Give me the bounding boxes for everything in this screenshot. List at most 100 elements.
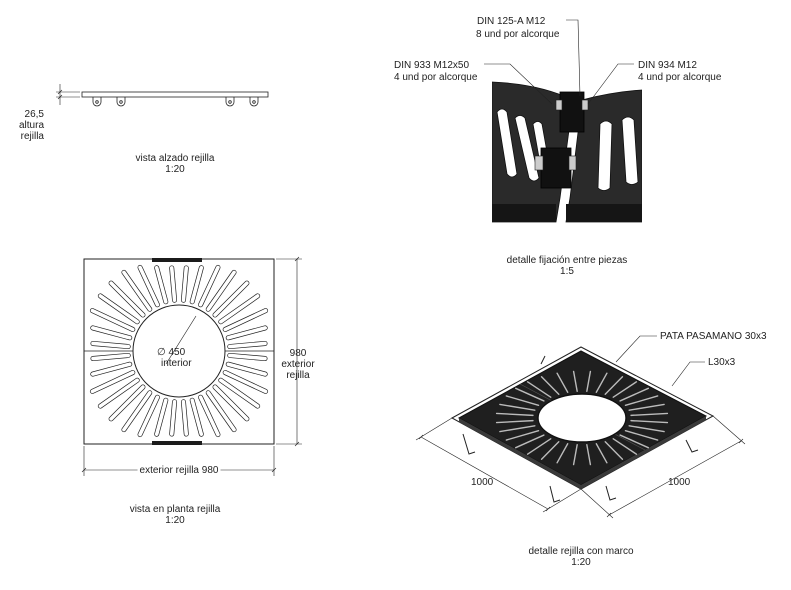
frame-slot: [505, 395, 540, 407]
plan-slot-inner: [154, 265, 168, 304]
frame-slot: [514, 434, 545, 449]
frame-slot: [572, 370, 578, 392]
elevation-dimension: [56, 84, 80, 105]
frame-radial-slots: [495, 370, 669, 466]
plan-slot-inner: [109, 281, 145, 317]
frame-detail: [415, 335, 746, 519]
frame-slot: [505, 429, 540, 441]
plan-scale: 1:20: [165, 515, 185, 526]
frame-slot: [572, 444, 578, 466]
fixing-callout-washer-qty: 8 und por alcorque: [476, 29, 560, 40]
plan-slot-inner: [228, 341, 267, 349]
fixing-callout-nut: DIN 934 M12: [638, 60, 697, 71]
plan-slot-inner: [90, 370, 135, 394]
plan-slot-inner: [181, 266, 189, 302]
fixing-caption: detalle fijación entre piezas: [506, 255, 628, 266]
plan-slot-inner: [226, 326, 268, 340]
fixing-bracket-bottom: [534, 147, 577, 189]
frame-slot: [630, 419, 669, 424]
frame-slot: [540, 441, 560, 460]
plan-hinge-top: [152, 258, 202, 262]
plan-slot-inner: [90, 362, 132, 376]
plan-slot-inner: [138, 395, 160, 437]
frame-slot: [624, 395, 659, 407]
plan-slot-inner: [169, 400, 177, 436]
elevation-caption: vista alzado rejilla: [135, 153, 215, 164]
plan-slot-inner: [98, 378, 140, 408]
frame-scale: 1:20: [571, 557, 591, 568]
frame-slot: [624, 429, 659, 441]
frame-dimension-right: 1000: [668, 477, 691, 488]
frame-callout-angle: L30x3: [708, 357, 736, 368]
plan-slot-inner: [218, 378, 260, 408]
plan-slot-inner: [206, 390, 236, 432]
plan-slot-inner: [90, 326, 132, 340]
plan-slot-inner: [122, 390, 152, 432]
elevation-dimension-value: 26,5: [24, 109, 44, 120]
frame-slot: [628, 403, 665, 411]
plan-slot-inner: [198, 265, 220, 307]
elevation-scale: 1:20: [165, 164, 185, 175]
fixing-leaders: [484, 19, 634, 105]
fixing-bracket-top: [555, 91, 589, 133]
plan-view: [81, 256, 302, 476]
plan-slot-inner: [213, 281, 249, 317]
fixing-detail: [484, 19, 642, 223]
frame-callout-leg: PATA PASAMANO 30x3: [660, 331, 767, 342]
frame-dimension-left: 1000: [471, 477, 494, 488]
plan-slot-inner: [206, 270, 236, 312]
plan-right-dimension-value: 980: [289, 348, 307, 359]
plan-radial-slots: [89, 264, 269, 438]
fixing-callout-washer: DIN 125-A M12: [477, 16, 546, 27]
frame-slot: [595, 372, 608, 393]
plan-slot-inner: [228, 353, 267, 361]
frame-slot: [556, 443, 569, 464]
plan-slot-inner: [154, 398, 168, 437]
elevation-dimension-label-2: rejilla: [20, 131, 44, 142]
plan-slot-inner: [90, 308, 135, 332]
plan-slot-inner: [138, 265, 160, 307]
frame-slot: [540, 376, 560, 395]
plan-slot-inner: [223, 370, 268, 394]
elevation-lugs: [92, 97, 259, 107]
plan-slot-inner: [223, 308, 268, 332]
plan-slot-inner: [198, 395, 220, 437]
frame-slot: [495, 412, 534, 417]
plan-right-dimension: [276, 256, 302, 447]
plan-caption: vista en planta rejilla: [129, 504, 221, 515]
plan-slot-inner: [181, 400, 189, 436]
frame-dimension-left: [415, 417, 582, 513]
plan-slot-inner: [190, 398, 204, 437]
frame-slot: [526, 438, 552, 455]
frame-inner-ring: [537, 393, 627, 443]
frame-slot: [604, 376, 624, 395]
frame-caption: detalle rejilla con marco: [528, 546, 634, 557]
frame-leaders: [615, 335, 705, 387]
frame-slot: [619, 434, 650, 449]
frame-slot: [526, 381, 552, 398]
frame-slot: [586, 444, 592, 466]
frame-slot: [499, 403, 536, 411]
elevation-grate-bar: [81, 91, 269, 98]
plan-diameter-leader: [165, 315, 197, 365]
plan-slot-inner: [218, 294, 260, 324]
elevation-dimension-label-1: altura: [18, 120, 44, 131]
fixing-callout-nut-qty: 4 und por alcorque: [638, 72, 722, 83]
frame-slot: [612, 381, 638, 398]
frame-slot: [628, 425, 665, 433]
plan-hinge-bottom: [152, 441, 202, 445]
fixing-callout-bolt-qty: 4 und por alcorque: [394, 72, 478, 83]
frame-slot: [556, 372, 569, 393]
plan-slot-inner: [190, 265, 204, 304]
frame-slot: [586, 370, 592, 392]
plan-right-dimension-label-2: rejilla: [286, 370, 310, 381]
frame-legs: [462, 355, 699, 503]
plan-slot-inner: [91, 353, 130, 361]
plan-diameter-label: interior: [161, 358, 192, 369]
plan-slot-inner: [213, 385, 249, 421]
fixing-callout-bolt: DIN 933 M12x50: [394, 60, 470, 71]
frame-slot: [630, 412, 669, 417]
plan-slot-inner: [226, 362, 268, 376]
frame-dimension-right: [580, 415, 746, 519]
plan-slot-inner: [91, 341, 130, 349]
